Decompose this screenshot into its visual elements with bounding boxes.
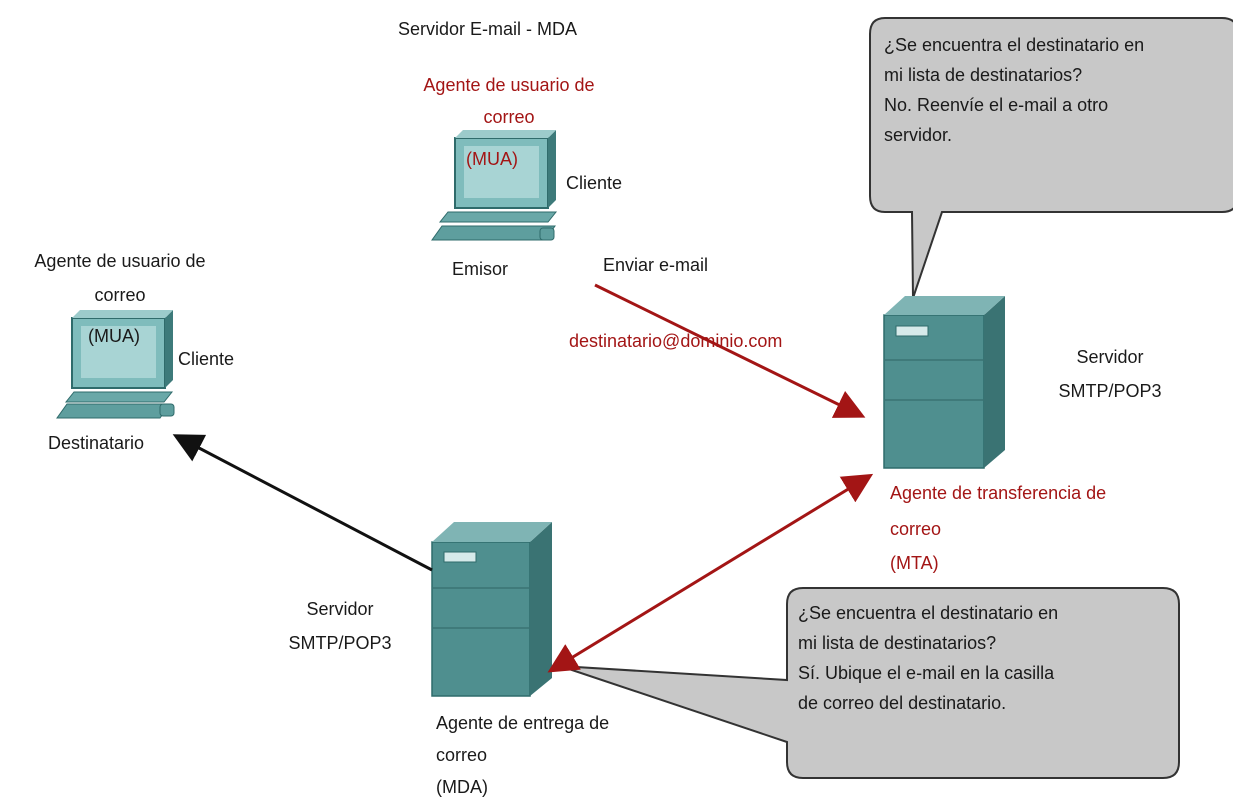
sender-computer-icon [431,130,558,241]
sender-role-label: Emisor [452,259,509,279]
send-email-arrow [594,283,866,418]
mda-server-label-line1: Servidor [306,599,374,619]
recipient-mua-label-line1: Agente de usuario de [34,251,206,271]
bubble-mda-line2: mi lista de destinatarios? [798,633,997,653]
mda-server-label-line2: SMTP/POP3 [288,633,392,653]
sender-mua-label-line3: (MUA) [466,149,518,169]
mta-mda-arrow [547,473,874,673]
mta-server-label-line2: SMTP/POP3 [1058,381,1162,401]
diagram-title: Servidor E-mail - MDA [398,19,578,39]
speech-bubble-mta [869,17,1233,299]
recipient-client-label: Cliente [178,349,235,369]
mda-agent-label-line2: correo [436,745,488,765]
recipient-mua-label-line3: (MUA) [88,326,140,346]
bubble-mta-line3: No. Reenvíe el e-mail a otro [884,95,1109,115]
mda-agent-label-line3: (MDA) [436,777,488,797]
recipient-computer-icon [56,310,175,419]
sender-mua-label-line1: Agente de usuario de [423,75,595,95]
sender-client-label: Cliente [566,173,623,193]
deliver-to-recipient-arrow [172,434,433,572]
mta-agent-label-line3: (MTA) [890,553,939,573]
recipient-mua-label-line2: correo [94,285,146,305]
mda-agent-label-line1: Agente de entrega de [436,713,610,733]
bubble-mta-line4: servidor. [884,125,953,145]
bubble-mda-line3: Sí. Ubique el e-mail en la casilla [798,663,1055,683]
bubble-mda-line4: de correo del destinatario. [798,693,1007,713]
sender-mua-label-line2: correo [483,107,535,127]
mta-agent-label-line1: Agente de transferencia de [890,483,1107,503]
bubble-mta-text: ¿Se encuentra el destinatario en mi list… [884,30,1144,150]
recipient-role-label: Destinatario [48,433,145,453]
bubble-mda-text: ¿Se encuentra el destinatario en mi list… [798,598,1058,718]
bubble-mta-line1: ¿Se encuentra el destinatario en [884,35,1145,55]
send-email-label: Enviar e-mail [603,255,709,275]
mda-server-icon [431,522,552,697]
mta-server-label-line1: Servidor [1076,347,1144,367]
mta-server-icon [883,296,1005,469]
bubble-mta-line2: mi lista de destinatarios? [884,65,1083,85]
mta-agent-label-line2: correo [890,519,942,539]
bubble-mda-line1: ¿Se encuentra el destinatario en [798,603,1059,623]
recipient-address-label: destinatario@dominio.com [569,331,783,351]
